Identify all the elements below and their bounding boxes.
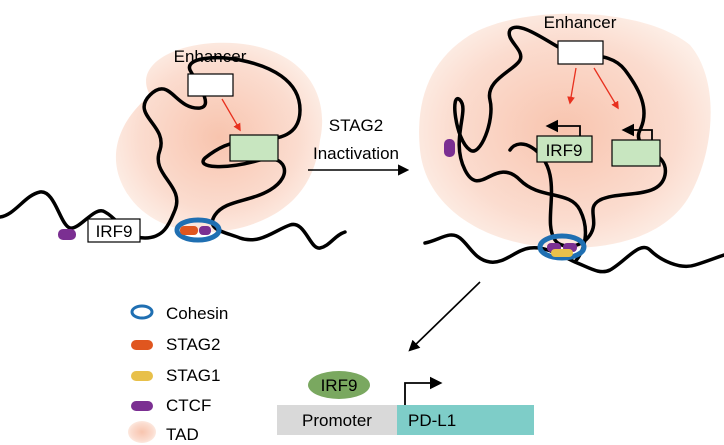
promoter-block [277, 405, 397, 435]
legend-ctcf-label: CTCF [166, 396, 211, 415]
transition: STAG2 Inactivation [308, 116, 410, 176]
legend-cohesin-icon [130, 304, 154, 320]
right-panel: Enhancer IRF9 [419, 13, 724, 274]
left-enhancer-label: Enhancer [174, 47, 247, 66]
legend-stag2-label: STAG2 [166, 335, 220, 354]
right-irf9-gene-box [536, 135, 593, 163]
right-cohesin-complex [537, 233, 587, 261]
legend: Cohesin STAG2 STAG1 CTCF TAD [128, 304, 228, 444]
left-cohesin-complex [174, 217, 222, 243]
transition-line1: STAG2 [329, 116, 383, 135]
irf9-tf-oval [308, 371, 370, 399]
right-irf9-tss-arrow [545, 119, 581, 136]
right-enhancer-label: Enhancer [544, 13, 617, 32]
left-irf9-label: IRF9 [96, 222, 133, 241]
irf9-tf-label: IRF9 [321, 376, 358, 395]
pdl1-gene-block [397, 405, 534, 435]
transition-line2: Inactivation [313, 144, 399, 163]
right-irf9-label: IRF9 [546, 141, 583, 160]
right-enhancer-box [557, 40, 604, 65]
promoter-construct: IRF9 Promoter PD-L1 [277, 371, 534, 435]
downstream-arrow [408, 281, 481, 352]
legend-ctcf-icon [131, 401, 153, 411]
left-ctcf [58, 229, 76, 240]
legend-stag1-icon [131, 371, 153, 381]
right-chromatin-fiber [423, 25, 724, 274]
right-gene-box [611, 139, 661, 167]
left-tad-domain [115, 42, 323, 233]
pdl1-tss-arrow [404, 376, 443, 405]
legend-tad-label: TAD [166, 425, 199, 444]
left-gene-box [229, 134, 279, 162]
promoter-label: Promoter [302, 411, 372, 430]
left-enhancer-box [187, 73, 234, 97]
legend-stag2-icon [131, 340, 153, 350]
legend-stag1-label: STAG1 [166, 366, 220, 385]
right-enhancer-arrow-2 [593, 67, 619, 110]
left-panel: Enhancer IRF9 [0, 42, 347, 250]
right-gene-tss-arrow [621, 123, 653, 140]
right-enhancer-arrow-1 [567, 67, 577, 105]
left-irf9-gene-box [87, 218, 141, 243]
legend-cohesin-label: Cohesin [166, 304, 228, 323]
right-ctcf [444, 139, 455, 157]
legend-tad-icon [128, 421, 156, 443]
left-enhancer-arrow [221, 98, 241, 132]
pdl1-label: PD-L1 [408, 411, 456, 430]
right-tad-domain [419, 13, 711, 248]
